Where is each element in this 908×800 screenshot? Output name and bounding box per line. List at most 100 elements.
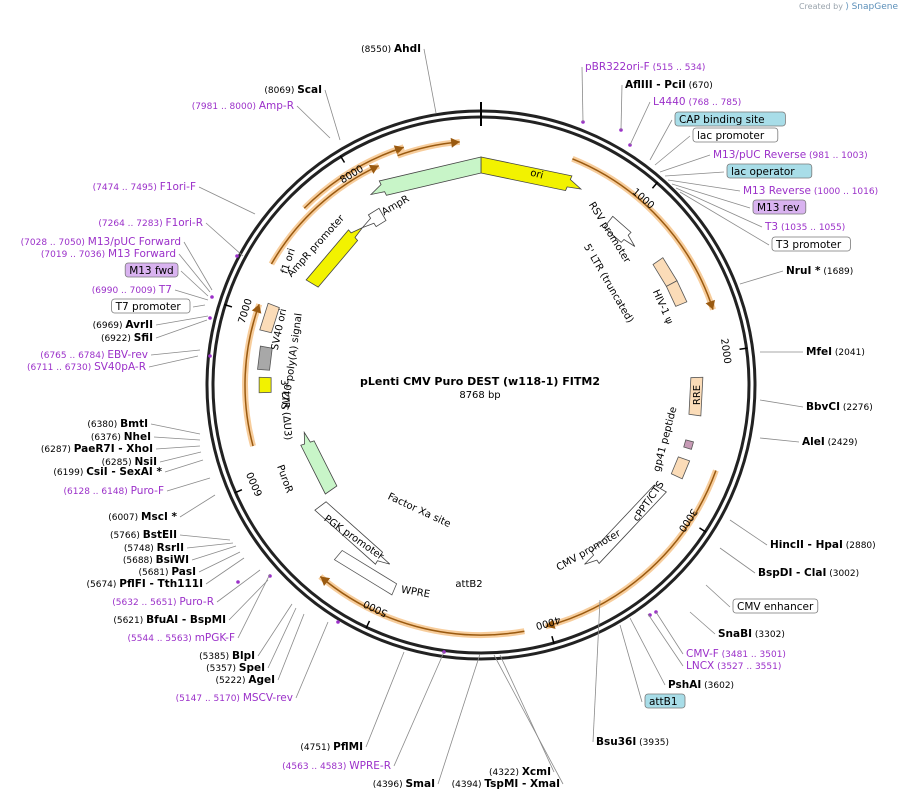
ltr3-feature-shape — [259, 302, 280, 334]
leader-line — [619, 624, 643, 703]
wpre-feature — [333, 549, 398, 596]
label-pos: (5748) — [124, 544, 157, 554]
feature-box — [726, 163, 813, 179]
label-nrui: NruI * (1689) — [786, 265, 853, 277]
label-text: (5674) PflFI - Tth111I — [86, 578, 203, 590]
label-bfuai-bspmi: (5621) BfuAI - BspMI — [113, 614, 226, 626]
label-bsiwi: (5688) BsiWI — [123, 554, 189, 566]
label-text: (5688) BsiWI — [123, 554, 189, 566]
feature-box — [111, 298, 191, 314]
leader-lines — [148, 48, 804, 785]
label-text: (6199) CsiI - SexAI * — [53, 466, 162, 478]
label-name: SfiI — [134, 332, 153, 344]
leader-line — [198, 186, 256, 215]
label-cap-binding-site: CAP binding site — [674, 111, 786, 127]
label-t3: T3 (1035 .. 1055) — [764, 221, 845, 233]
label-pos: (5385) — [199, 652, 232, 662]
label-text: (4563 .. 4583) WPRE-R — [282, 760, 391, 772]
gp41-feature-shape — [683, 439, 695, 450]
label-ebv-rev: (6765 .. 6784) EBV-rev — [40, 349, 148, 361]
label-t7-promoter: T7 promoter — [111, 298, 191, 314]
label-name: NruI * — [786, 265, 821, 277]
ampr-feature-shape — [369, 156, 482, 196]
label-name: CsiI - SexAI * — [86, 466, 162, 478]
ltr3-feature — [259, 302, 280, 334]
label-bsteii: (5766) BstEII — [110, 529, 177, 541]
label-puro-r: (5632 .. 5651) Puro-R — [112, 596, 214, 608]
label-pos: (8069) — [264, 86, 297, 96]
label-text: (6969) AvrII — [93, 319, 153, 331]
arc-puror-core — [270, 164, 380, 265]
label-pos: (6969) — [93, 321, 126, 331]
label-msci: (6007) MscI * — [108, 511, 177, 523]
label-pos: (5621) — [113, 616, 146, 626]
ori-feature-shape — [480, 156, 583, 192]
label-f1ori-f: (7474 .. 7495) F1ori-F — [93, 181, 196, 193]
leader-line — [649, 119, 673, 161]
label-name: ScaI — [297, 84, 322, 96]
label-pos: (4396) — [373, 780, 406, 790]
feature-box — [752, 199, 807, 215]
leader-line — [592, 599, 601, 743]
label-name: TspMI - XmaI — [484, 778, 560, 790]
leader-line — [178, 253, 211, 293]
label-name: F1ori-F — [160, 181, 196, 193]
feature-label-cmv-promoter: CMV promoter — [555, 528, 624, 574]
rsv-promoter-feature — [603, 215, 636, 247]
leader-line — [153, 436, 201, 441]
label-pos: (7028 .. 7050) — [21, 238, 88, 248]
label-afliii-pcii: AflIII - PciI (670) — [625, 79, 713, 91]
label-text: (5222) AgeI — [216, 674, 275, 686]
label-text: CMV-F (3481 .. 3501) — [686, 648, 786, 660]
label-t7: (6990 .. 7009) T7 — [92, 284, 172, 296]
leader-line — [393, 651, 445, 767]
label-name: PflMI — [333, 741, 363, 753]
leader-line — [179, 534, 231, 541]
label-m13-fwd: M13 fwd — [124, 262, 179, 278]
leader-line — [166, 477, 211, 492]
label-name: EBV-rev — [107, 349, 148, 361]
tick-label: 1000 — [630, 187, 656, 212]
label-name: RsrII — [157, 542, 184, 554]
label-pos: (2880) — [843, 541, 876, 551]
label-name: PaeR7I - XhoI — [74, 443, 153, 455]
label-avrii: (6969) AvrII — [93, 319, 153, 331]
leader-line — [150, 349, 201, 356]
label-pos: (3302) — [752, 630, 785, 640]
tick-mark — [234, 489, 243, 494]
label-agei: (5222) AgeI — [216, 674, 275, 686]
label-pos: (5632 .. 5651) — [112, 598, 179, 608]
label-pos: (3481 .. 3501) — [719, 650, 786, 660]
label-pos: (2041) — [832, 348, 865, 358]
label-text: (7474 .. 7495) F1ori-F — [93, 181, 196, 193]
label-text: (5748) RsrII — [124, 542, 184, 554]
leader-line — [759, 437, 800, 443]
leader-line — [654, 135, 691, 166]
label-text: (8069) ScaI — [264, 84, 322, 96]
label-text: (6765 .. 6784) EBV-rev — [40, 349, 148, 361]
arc-rre-region-core — [545, 470, 717, 628]
arc-amp-region-head — [393, 145, 404, 155]
leader-line — [493, 654, 564, 785]
hiv1-psi-feature — [665, 280, 688, 307]
arc-wpre-head — [251, 304, 262, 314]
label-name: BsiWI — [156, 554, 189, 566]
arc-amp-region-core — [303, 146, 404, 209]
label-pos: (4394) — [452, 780, 485, 790]
label-pos: (5357) — [206, 664, 239, 674]
arc-puror-head — [368, 164, 379, 174]
label-name: mPGK-F — [195, 632, 235, 644]
tick-mark — [699, 527, 707, 533]
primer-mark — [208, 354, 212, 358]
feature-label-factor-xa-site: Factor Xa site — [386, 491, 452, 530]
sv40-polya-feature — [257, 345, 273, 371]
arc-ampr — [396, 138, 461, 159]
feature-box-text: T3 promoter — [775, 239, 842, 251]
leader-line — [183, 241, 213, 291]
label-text: (6007) MscI * — [108, 511, 177, 523]
label-pos: (6711 .. 6730) — [27, 363, 94, 373]
label-wpre-r: (4563 .. 4583) WPRE-R — [282, 760, 391, 772]
tick-label: 6000 — [245, 470, 265, 498]
f1-ori-feature — [305, 227, 363, 288]
label-spei: (5357) SpeI — [206, 662, 265, 674]
